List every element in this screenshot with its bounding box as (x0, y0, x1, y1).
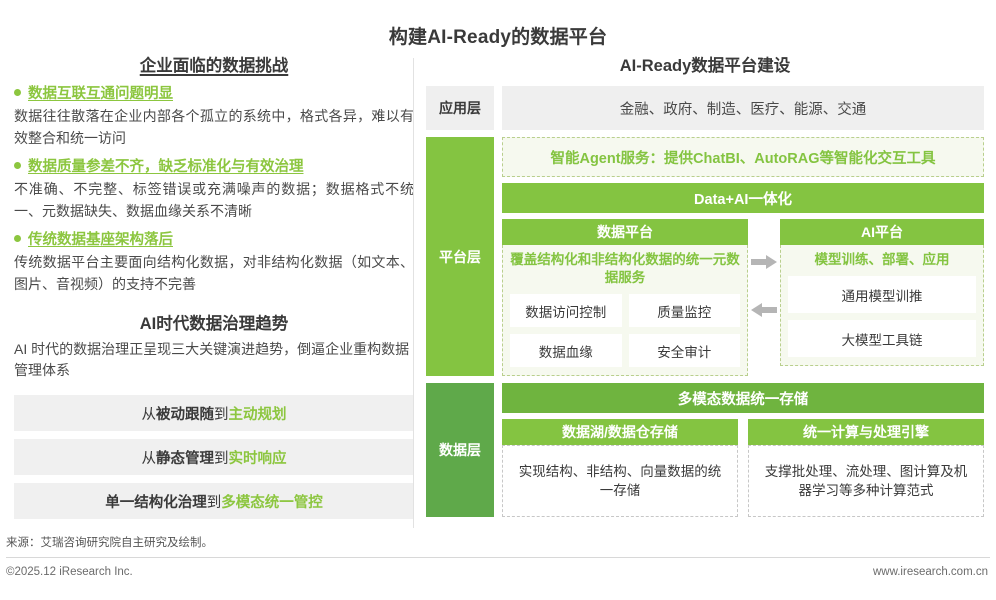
data-platform-chip-row: 数据血缘 安全审计 (510, 334, 740, 368)
chip-llm-toolchain: 大模型工具链 (788, 320, 976, 358)
right-heading: AI-Ready数据平台建设 (619, 57, 791, 75)
compute-engine-card: 统一计算与处理引擎 支撑批处理、流处理、图计算及机器学习等多种计算范式 (748, 419, 984, 518)
trend-item: 从静态管理到实时响应 (14, 439, 414, 476)
challenge-title-row: 数据质量参差不齐，缺乏标准化与有效治理 (14, 158, 414, 177)
data-lake-head: 数据湖/数据仓存储 (502, 419, 738, 446)
challenge-body: 不准确、不完整、标签错误或充满噪声的数据；数据格式不统一、元数据缺失、数据血缘关… (14, 181, 414, 219)
trend-item: 单一结构化治理到多模态统一管控 (14, 483, 414, 520)
application-layer: 应用层 金融、政府、制造、医疗、能源、交通 (426, 86, 984, 130)
application-layer-label: 应用层 (426, 86, 494, 130)
ai-platform-chip-row: 通用模型训推 (788, 276, 976, 314)
trend-from: 单一结构化治理 (105, 494, 207, 511)
trend-list: 从被动跟随到主动规划 从静态管理到实时响应 单一结构化治理到多模态统一管控 (14, 395, 414, 520)
platform-columns: 数据平台 覆盖结构化和非结构化数据的统一元数据服务 数据访问控制 质量监控 数据… (502, 219, 984, 377)
application-layer-body: 金融、政府、制造、医疗、能源、交通 (502, 86, 984, 130)
data-platform-head: 数据平台 (502, 219, 748, 245)
ai-platform-head: AI平台 (780, 219, 984, 245)
data-layer: 数据层 多模态数据统一存储 数据湖/数据仓存储 实现结构、非结构、向量数据的统一… (426, 383, 984, 518)
source-note: 来源：艾瑞咨询研究院自主研究及绘制。 (6, 537, 213, 549)
bullet-dot-icon (14, 162, 21, 170)
data-platform-card: 数据平台 覆盖结构化和非结构化数据的统一元数据服务 数据访问控制 质量监控 数据… (502, 219, 748, 377)
trend-prefix: 从 (141, 450, 157, 467)
chip-general-model-training: 通用模型训推 (788, 276, 976, 314)
compute-engine-head: 统一计算与处理引擎 (748, 419, 984, 446)
challenges-heading: 企业面临的数据挑战 (139, 57, 289, 75)
platform-layer-body: 智能Agent服务：提供ChatBI、AutoRAG等智能化交互工具 Data+… (502, 137, 984, 377)
data-lake-card: 数据湖/数据仓存储 实现结构、非结构、向量数据的统一存储 (502, 419, 738, 518)
trend-to: 主动规划 (228, 406, 287, 423)
chip-data-lineage: 数据血缘 (510, 334, 622, 368)
challenge-item: 数据质量参差不齐，缺乏标准化与有效治理 不准确、不完整、标签错误或充满噪声的数据… (14, 158, 414, 222)
trend-heading: AI时代数据治理趋势 (139, 314, 289, 333)
trend-item: 从被动跟随到主动规划 (14, 395, 414, 432)
trend-from: 静态管理 (156, 450, 214, 467)
chip-quality-monitoring: 质量监控 (628, 294, 740, 328)
challenge-body: 传统数据平台主要面向结构化数据，对非结构化数据（如文本、图片、音视频）的支持不完… (14, 254, 414, 292)
challenge-title: 数据质量参差不齐，缺乏标准化与有效治理 (28, 159, 304, 176)
data-platform-chip-row: 数据访问控制 质量监控 (510, 294, 740, 328)
arrow-right-icon (751, 255, 777, 269)
compute-engine-body: 支撑批处理、流处理、图计算及机器学习等多种计算范式 (748, 445, 984, 518)
challenge-title: 数据互联互通问题明显 (28, 86, 173, 102)
challenge-title-row: 数据互联互通问题明显 (14, 85, 414, 104)
trend-intro: AI 时代的数据治理正呈现三大关键演进趋势，倒逼企业重构数据管理体系 (14, 340, 410, 379)
bullet-dot-icon (14, 89, 21, 96)
trend-to: 多模态统一管控 (221, 494, 323, 511)
data-layer-cards: 数据湖/数据仓存储 实现结构、非结构、向量数据的统一存储 统一计算与处理引擎 支… (502, 419, 984, 518)
chip-data-access-control: 数据访问控制 (510, 294, 622, 328)
bullet-dot-icon (14, 235, 21, 243)
page-title: 构建AI-Ready的数据平台 (388, 27, 608, 48)
chip-security-audit: 安全审计 (628, 334, 740, 368)
ai-platform-card: AI平台 模型训练、部署、应用 通用模型训推 大模型工具链 (780, 219, 984, 376)
data-layer-body: 多模态数据统一存储 数据湖/数据仓存储 实现结构、非结构、向量数据的统一存储 统… (502, 383, 984, 518)
data-platform-body: 覆盖结构化和非结构化数据的统一元数据服务 数据访问控制 质量监控 数据血缘 安全… (502, 245, 748, 377)
trend-connector: 到 (206, 494, 222, 511)
ai-platform-subtitle: 模型训练、部署、应用 (814, 252, 950, 267)
website-url[interactable]: www.iresearch.com.cn (872, 566, 988, 578)
platform-arrows (748, 219, 780, 376)
ai-platform-body: 模型训练、部署、应用 通用模型训推 大模型工具链 (780, 245, 984, 367)
left-panel: 企业面临的数据挑战 数据互联互通问题明显 数据往往散落在企业内部各个孤立的系统中… (14, 52, 414, 527)
trend-connector: 到 (214, 450, 229, 467)
ai-platform-chip-row: 大模型工具链 (788, 320, 976, 358)
agent-service-box: 智能Agent服务：提供ChatBI、AutoRAG等智能化交互工具 (502, 137, 984, 177)
platform-layer-label: 平台层 (426, 137, 494, 377)
trend-to: 实时响应 (228, 450, 287, 467)
copyright: ©2025.12 iResearch Inc. (6, 566, 133, 578)
trend-from: 被动跟随 (156, 406, 214, 423)
data-ai-integration-band: Data+AI一体化 (502, 183, 984, 213)
challenge-item: 数据互联互通问题明显 数据往往散落在企业内部各个孤立的系统中，格式各异，难以有效… (14, 85, 414, 149)
data-platform-subtitle: 覆盖结构化和非结构化数据的统一元数据服务 (510, 252, 740, 286)
challenge-title: 传统数据基座架构落后 (28, 232, 173, 249)
unified-storage-band: 多模态数据统一存储 (502, 383, 984, 414)
challenge-title-row: 传统数据基座架构落后 (14, 231, 414, 250)
trend-connector: 到 (214, 406, 229, 423)
trend-prefix: 从 (141, 406, 157, 423)
data-layer-label: 数据层 (426, 383, 494, 518)
challenge-item: 传统数据基座架构落后 传统数据平台主要面向结构化数据，对非结构化数据（如文本、图… (14, 231, 414, 295)
platform-layer: 平台层 智能Agent服务：提供ChatBI、AutoRAG等智能化交互工具 D… (426, 137, 984, 377)
data-lake-body: 实现结构、非结构、向量数据的统一存储 (502, 445, 738, 518)
arrow-left-icon (751, 303, 777, 317)
footer-divider (6, 557, 990, 558)
application-industries: 金融、政府、制造、医疗、能源、交通 (502, 86, 984, 130)
challenge-body: 数据往往散落在企业内部各个孤立的系统中，格式各异，难以有效整合和统一访问 (14, 107, 414, 146)
right-panel: AI-Ready数据平台建设 应用层 金融、政府、制造、医疗、能源、交通 平台层… (426, 52, 984, 524)
column-divider (413, 58, 414, 528)
